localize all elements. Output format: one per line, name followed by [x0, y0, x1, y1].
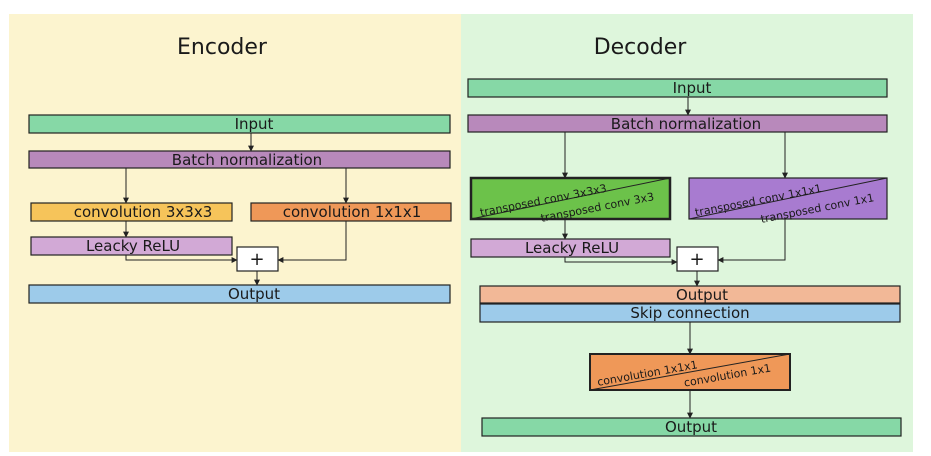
encoder-output-block [28, 284, 451, 304]
encoder-leaky-block [30, 236, 233, 256]
decoder-output-block [479, 285, 901, 304]
decoder-leaky-label: Leacky ReLU [525, 239, 619, 257]
encoder-arrow-conv1-add [277, 221, 347, 263]
decoder-add-label: + [689, 249, 704, 270]
decoder-conv-divider [589, 353, 791, 391]
decoder-tconv3-divider [470, 177, 671, 220]
encoder-add-label: + [249, 249, 264, 270]
encoder-conv1-label: convolution 1x1x1 [283, 203, 422, 221]
decoder-output-label: Output [676, 286, 728, 304]
encoder-output-label: Output [228, 285, 280, 303]
decoder-input-label: Input [673, 79, 712, 97]
decoder-arrow-tconv1-add [717, 219, 786, 263]
encoder-title: Encoder [177, 35, 268, 60]
encoder-input-block [28, 114, 451, 134]
decoder-input-block [467, 78, 888, 98]
encoder-leaky-label: Leacky ReLU [86, 237, 180, 255]
encoder-batchnorm-block [28, 150, 451, 169]
encoder-conv1-block [250, 202, 452, 222]
decoder-title: Decoder [594, 35, 688, 60]
decoder-skip-label: Skip connection [630, 304, 749, 322]
encoder-panel [9, 14, 461, 452]
decoder-leaky-block [470, 238, 671, 258]
encoder-conv3-block [30, 202, 233, 222]
decoder-batchnorm-label: Batch normalization [611, 115, 761, 133]
decoder-arrow-leaky-add [564, 257, 678, 265]
decoder-final-output-label: Output [665, 418, 717, 436]
encoder-batchnorm-label: Batch normalization [172, 151, 322, 169]
encoder-arrow-leaky-add [125, 255, 238, 263]
decoder-batchnorm-block [467, 114, 888, 133]
encoder-conv3-label: convolution 3x3x3 [74, 203, 213, 221]
encoder-input-label: Input [235, 115, 274, 133]
decoder-tconv1-divider [688, 177, 888, 220]
